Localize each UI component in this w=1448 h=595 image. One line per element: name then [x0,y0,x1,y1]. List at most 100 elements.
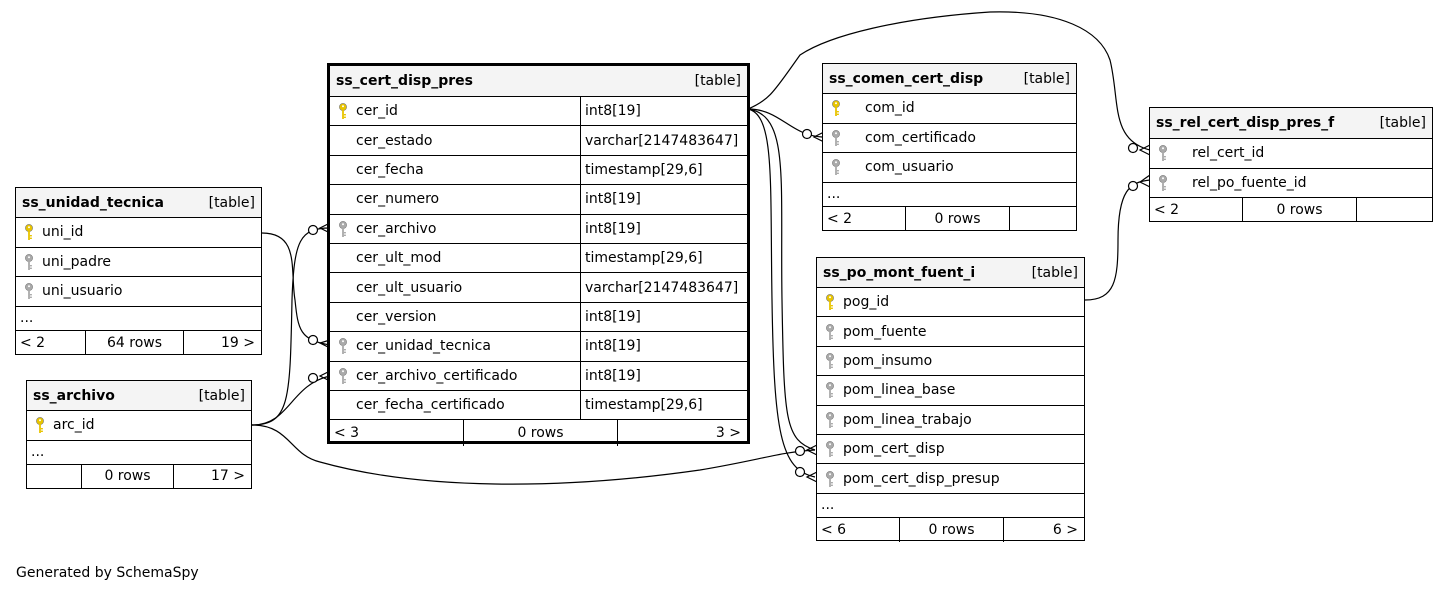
column-type: int8[19] [580,332,641,361]
footer-next[interactable] [1010,207,1076,231]
column-name: cer_archivo_certificado [356,367,518,384]
crowfoot-marker [805,444,818,456]
column-name: com_certificado [865,129,976,146]
footer-prev[interactable] [27,464,82,488]
footer-prev[interactable]: < 2 [16,330,86,355]
crowfoot-marker [318,339,331,349]
footer-prev[interactable]: < 2 [823,206,906,231]
table-name: ss_rel_cert_disp_pres_f [1156,115,1335,131]
column-name: cer_estado [356,132,433,149]
column-name: pom_fuente [843,323,927,340]
column-row[interactable]: pom_cert_disp_presup [817,464,1084,494]
column-row[interactable]: pom_linea_trabajo [817,406,1084,435]
footer-next[interactable]: 17 > [211,468,245,484]
column-row[interactable]: pom_linea_base [817,376,1084,406]
footer-prev[interactable]: < 2 [1150,198,1243,222]
table-footer: < 2 0 rows [1150,198,1432,222]
foreign-key-icon [826,353,834,369]
column-name: cer_numero [356,191,440,208]
column-row[interactable]: com_certificado [823,124,1076,153]
table-kind: [table] [198,387,245,404]
footer-next[interactable]: 6 > [1052,521,1078,538]
column-type: int8[19] [580,97,641,126]
table-header: ss_comen_cert_disp [table] [823,64,1076,94]
table-kind: [table] [1379,115,1426,131]
footer-prev[interactable]: < 3 [330,420,464,447]
column-row[interactable]: com_id [823,94,1076,124]
table-kind: [table] [1031,264,1078,281]
column-row[interactable]: cer_numero int8[19] [330,185,747,215]
link-cert-to-pom-cert-disp [747,108,816,451]
foreign-key-icon [826,411,834,428]
column-name: pom_cert_disp [843,441,945,458]
column-name: uni_padre [42,253,112,270]
column-row[interactable]: rel_po_fuente_id [1150,169,1432,198]
optional-marker [794,466,806,478]
foreign-key-icon [339,338,347,355]
footer-row-count: 0 rows [464,420,618,447]
foreign-key-icon [25,283,33,300]
column-row[interactable]: uni_usuario [16,277,261,307]
primary-key-icon [832,100,840,117]
table-ss-archivo[interactable]: ss_archivo [table] arc_id ... 0 rows 17 … [26,380,252,489]
column-row[interactable]: arc_id [27,411,251,441]
column-type: int8[19] [580,185,641,214]
column-name: pom_linea_trabajo [843,411,972,428]
crowfoot-marker [1138,174,1151,188]
column-name: cer_version [356,308,437,325]
table-footer: < 3 0 rows 3 > [330,420,747,447]
footer-next[interactable] [1357,198,1432,222]
column-row[interactable]: cer_version int8[19] [330,302,747,333]
table-name: ss_archivo [33,387,115,404]
footer-row-count: 0 rows [82,464,174,488]
foreign-key-icon [832,129,840,146]
foreign-key-icon [826,470,834,487]
table-footer: < 2 0 rows [823,206,1076,231]
column-row[interactable]: uni_padre [16,248,261,277]
footer-next[interactable]: 3 > [715,425,741,442]
table-kind: [table] [208,194,255,211]
footer-prev[interactable]: < 6 [817,517,900,542]
primary-key-icon [826,294,834,311]
column-type: varchar[2147483647] [580,126,738,155]
link-cert-to-rel-cert [747,11,1151,151]
foreign-key-icon [1159,174,1167,191]
column-name: cer_fecha_certificado [356,397,505,414]
column-name: rel_po_fuente_id [1192,174,1307,191]
table-ss-comen-cert-disp[interactable]: ss_comen_cert_disp [table] com_id com_cer… [822,63,1077,231]
crowfoot-marker [805,471,818,483]
column-name: uni_id [42,224,84,241]
column-row[interactable]: pom_fuente [817,317,1084,347]
column-row[interactable]: pog_id [817,288,1084,318]
table-ss-rel-cert-disp-pres-f[interactable]: ss_rel_cert_disp_pres_f [table] rel_cert… [1149,107,1433,222]
column-row[interactable]: pom_cert_disp [817,435,1084,465]
column-name: com_usuario [865,159,954,176]
column-row[interactable]: uni_id [16,218,261,248]
column-row[interactable]: rel_cert_id [1150,139,1432,169]
footer-row-count: 0 rows [900,517,1004,542]
column-type: timestamp[29,6] [580,243,703,273]
foreign-key-icon [826,382,834,399]
footer-next[interactable]: 19 > [221,334,255,351]
column-name: cer_fecha [356,161,424,178]
column-type: int8[19] [580,302,641,332]
column-row[interactable]: cer_estado varchar[2147483647] [330,126,747,156]
crowfoot-marker [318,370,331,382]
footer-row-count: 0 rows [1243,198,1357,222]
column-name: com_id [865,100,915,117]
column-type: varchar[2147483647] [580,273,738,302]
link-unidad-to-cer-unidad [261,232,331,346]
column-row[interactable]: pom_insumo [817,347,1084,377]
column-row[interactable]: com_usuario [823,153,1076,183]
